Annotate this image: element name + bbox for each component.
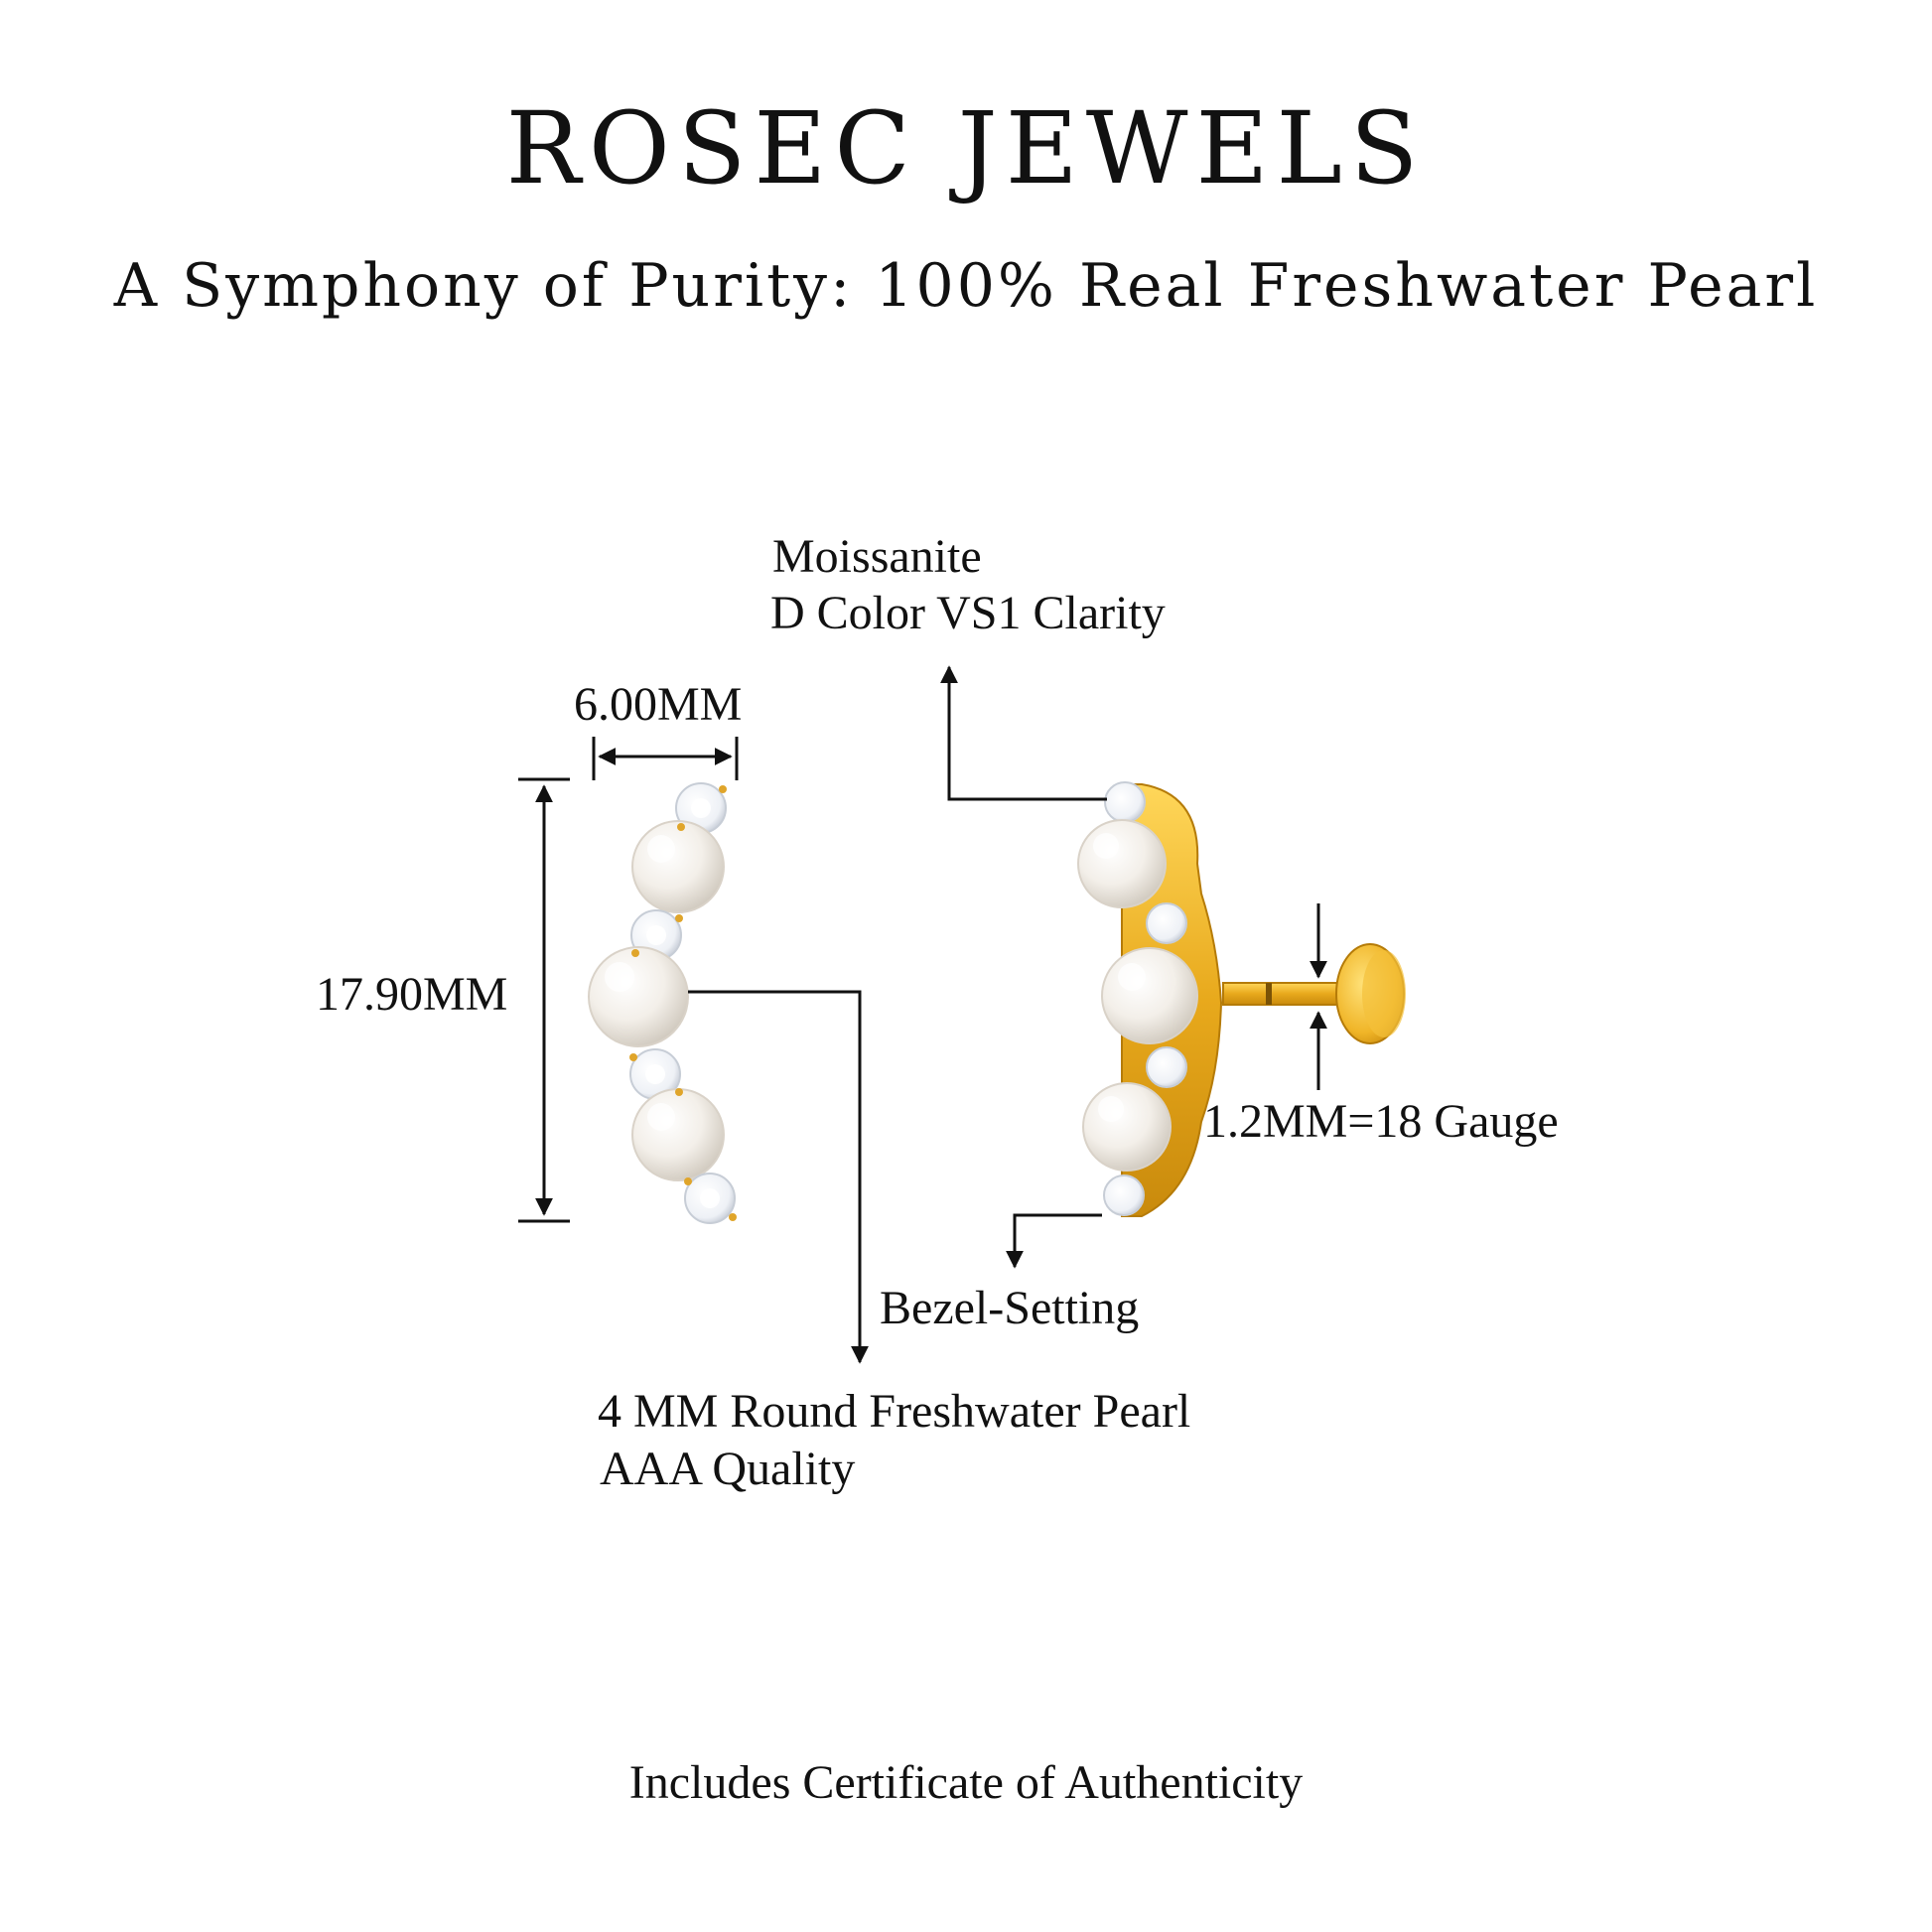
height-dimension	[518, 777, 570, 1223]
pearl-leader	[688, 990, 869, 1364]
gauge-label: 1.2MM=18 Gauge	[1203, 1095, 1559, 1148]
pearl-top	[631, 820, 725, 913]
tagline: A Symphony of Purity: 100% Real Freshwat…	[113, 251, 1819, 321]
side-pearl-bottom	[1082, 1082, 1172, 1172]
pearl-bottom	[631, 1088, 725, 1181]
prongs	[629, 785, 737, 1221]
side-view-earring	[1077, 781, 1406, 1217]
certificate-note: Includes Certificate of Authenticity	[628, 1756, 1304, 1809]
pearl-center	[588, 946, 689, 1047]
width-dimension	[592, 737, 739, 780]
bezel-setting-label: Bezel-Setting	[880, 1282, 1140, 1334]
pearl-quality-label: AAA Quality	[600, 1443, 856, 1495]
side-stone-bottom	[1103, 1174, 1145, 1216]
side-pearl-center	[1101, 947, 1198, 1044]
side-pearl-top	[1077, 819, 1167, 908]
moissanite-grade-label: D Color VS1 Clarity	[770, 587, 1166, 639]
height-label: 17.90MM	[316, 968, 508, 1021]
side-stone-top	[1104, 781, 1146, 823]
brand-title: ROSEC JEWELS	[505, 90, 1427, 207]
front-view-earring	[588, 782, 737, 1224]
side-stone-upper	[1146, 902, 1187, 944]
side-stone-lower	[1146, 1046, 1187, 1088]
moissanite-stone-bottom	[684, 1173, 736, 1224]
moissanite-label: Moissanite	[772, 530, 982, 583]
bezel-leader	[1006, 1213, 1102, 1269]
post-ring	[1266, 983, 1272, 1005]
moissanite-leader	[940, 665, 1107, 801]
pearl-label: 4 MM Round Freshwater Pearl	[598, 1385, 1191, 1438]
width-label: 6.00MM	[574, 678, 743, 731]
